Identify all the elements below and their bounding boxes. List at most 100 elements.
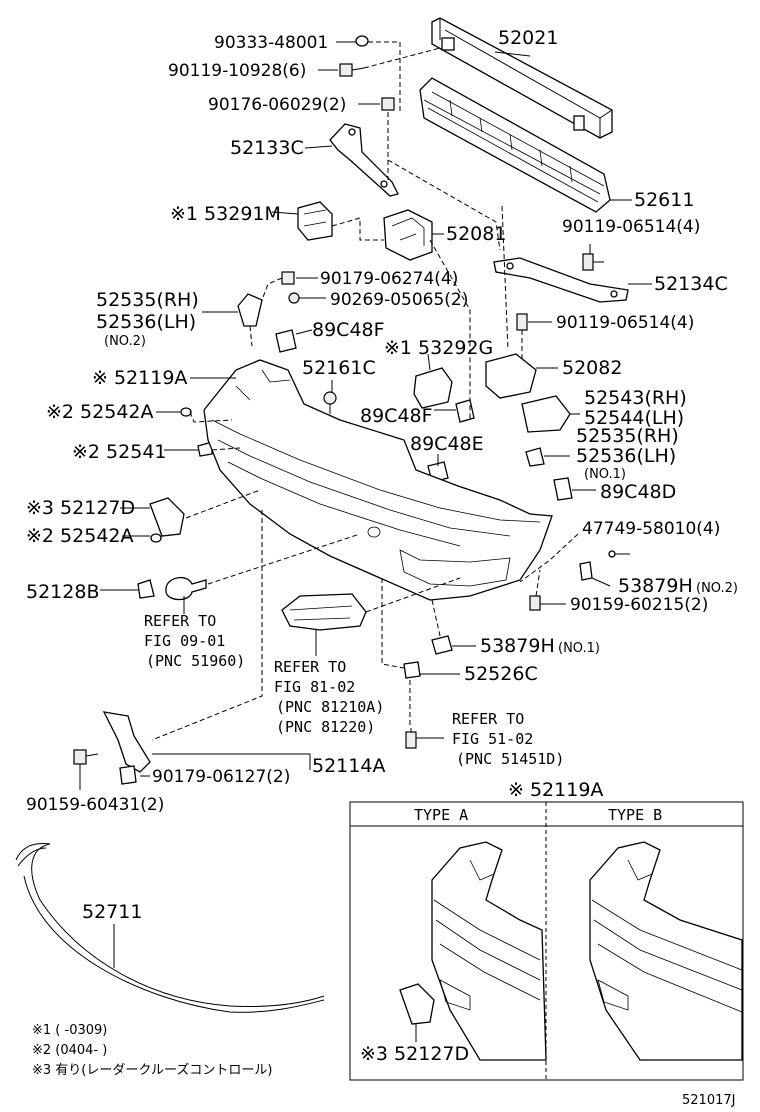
label-no2: (NO.2) (104, 334, 146, 349)
label-90179-06274: 90179-06274(4) (320, 269, 458, 289)
label-52133c: 52133C (230, 137, 304, 159)
label-52611: 52611 (634, 189, 694, 211)
reinforcement-52021 (431, 17, 613, 139)
label-53879h-no2-note: (NO.2) (696, 581, 738, 596)
ref2-line1: REFER TO (274, 658, 346, 676)
bolt-90159-60215-icon (529, 595, 541, 611)
label-52081: 52081 (446, 223, 506, 245)
note-2: ※2 (0404- ) (32, 1043, 107, 1058)
note-1: ※1 ( -0309) (32, 1023, 107, 1038)
inset-title: ※ 52119A (508, 779, 603, 801)
label-52536-lh-2: 52536(LH) (576, 445, 676, 467)
bolt-90119-icon (339, 63, 365, 77)
fog-lamp (281, 593, 367, 631)
cap-52542a-icon (180, 407, 192, 417)
pin-47749-icon (608, 550, 630, 558)
note-3: ※3 有り(レーダークルーズコントロール) (32, 1062, 272, 1078)
inset-label-52127d: ※3 52127D (360, 1043, 469, 1065)
cap-52541 (197, 441, 213, 457)
part-labels: 90333-48001 90119-10928(6) 90176-06029(2… (26, 27, 738, 1108)
label-53879h-no1: 53879H (480, 635, 555, 657)
nut-90176-icon (381, 97, 395, 111)
label-52542a-top: ※2 52542A (46, 401, 154, 423)
label-52119a: ※ 52119A (92, 367, 187, 389)
label-53292g: ※1 53292G (384, 337, 493, 359)
label-52544-lh: 52544(LH) (584, 407, 684, 429)
label-89c48e: 89C48E (410, 433, 484, 455)
label-52161c: 52161C (302, 357, 376, 379)
absorber-52611 (419, 77, 611, 213)
bracket-52134c (493, 257, 629, 303)
label-52541: ※2 52541 (72, 441, 167, 463)
label-no1: (NO.1) (584, 467, 626, 482)
label-52082: 52082 (562, 357, 622, 379)
label-52114a: 52114A (312, 755, 385, 777)
screw-90269-icon (288, 292, 306, 304)
bracket-52127d (149, 497, 185, 537)
ref2-line2: FIG 81-02 (274, 678, 355, 696)
bumper-cover-52119a (203, 359, 553, 601)
inset-type-b: TYPE B (608, 806, 662, 824)
label-90159-60215: 90159-60215(2) (570, 595, 708, 615)
label-90119-06514-a: 90119-06514(4) (562, 217, 700, 237)
label-52542a-bottom: ※2 52542A (26, 525, 134, 547)
bolt-90119-06514-icon (582, 253, 604, 271)
label-52535-rh-2: 52535(RH) (576, 425, 679, 447)
nut-90179-06127 (119, 765, 137, 785)
label-89c48f-top: 89C48F (312, 319, 385, 341)
leader-lines (79, 41, 652, 968)
part-52081 (383, 209, 433, 261)
label-52543-rh: 52543(RH) (584, 387, 687, 409)
nut-52526c (403, 661, 421, 679)
part-52082 (485, 353, 537, 399)
part-52543 (521, 395, 571, 433)
bolt-90119-c-icon (516, 313, 528, 331)
molding-52711 (15, 843, 325, 1007)
label-52134c: 52134C (654, 273, 728, 295)
label-52711: 52711 (82, 901, 142, 923)
label-89c48d: 89C48D (600, 481, 676, 503)
label-53879h-no2: 53879H (618, 575, 693, 597)
label-90119-10928: 90119-10928(6) (168, 61, 306, 81)
label-90119-06514-b: 90119-06514(4) (556, 313, 694, 333)
label-52128b: 52128B (26, 581, 99, 603)
retainer-52535-right (525, 447, 545, 467)
inset-bracket-52127d (399, 983, 435, 1025)
label-52127d: ※3 52127D (26, 497, 135, 519)
inset-bumper-type-b (589, 841, 743, 1061)
label-47749-58010: 47749-58010(4) (582, 519, 720, 539)
label-52536-lh: 52536(LH) (96, 311, 196, 333)
label-52526c: 52526C (464, 663, 538, 685)
label-53291m: ※1 53291M (170, 203, 281, 225)
hook-52128b (137, 577, 207, 601)
ref3-line2: FIG 51-02 (452, 730, 533, 748)
ref1-line2: FIG 09-01 (144, 632, 225, 650)
inset-panel (349, 801, 744, 1081)
figure-id: 521017J (682, 1093, 735, 1108)
bracket-52114a (102, 711, 151, 773)
label-52535-rh: 52535(RH) (96, 289, 199, 311)
clip-90333-icon (355, 35, 369, 47)
clip-89c48d (553, 477, 573, 501)
cap-52542a-2-icon (150, 533, 162, 543)
label-90159-60431: 90159-60431(2) (26, 795, 164, 815)
nut-53879h-no1 (431, 635, 453, 655)
label-90333-48001: 90333-48001 (214, 33, 328, 53)
ref1-line1: REFER TO (144, 612, 216, 630)
ref2-line4: (PNC 81220) (276, 718, 375, 736)
label-90176-06029: 90176-06029(2) (208, 95, 346, 115)
retainer-52535-left (237, 293, 263, 327)
ref1-line3: (PNC 51960) (146, 652, 245, 670)
ref3-line3: (PNC 51451D) (456, 750, 564, 768)
label-52021: 52021 (498, 27, 558, 49)
nut-90179-icon (281, 271, 295, 285)
clip-89c48f-right (455, 399, 475, 423)
bracket-52133c (329, 123, 399, 197)
inset-bumper-type-a (431, 841, 547, 1061)
bolt-90159-60431-icon (73, 749, 99, 765)
bolt-ref-51-02-icon (405, 728, 417, 749)
ref3-line1: REFER TO (452, 710, 524, 728)
clip-52161c-icon (323, 391, 337, 414)
label-53879h-no1-note: (NO.1) (558, 641, 600, 656)
